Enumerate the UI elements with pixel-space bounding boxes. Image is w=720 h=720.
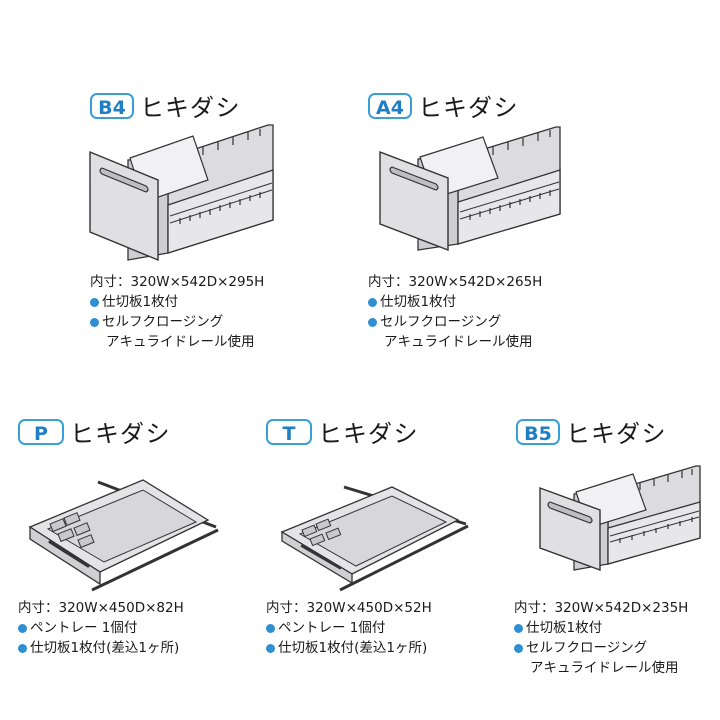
drawer-b4-badge: B4 (90, 92, 134, 119)
list-item: 仕切板1枚付(差込1ヶ所) (18, 638, 184, 658)
drawer-b5-badge: B5 (516, 418, 560, 445)
feature-text: セルフクロージング (526, 640, 648, 656)
deep-drawer-icon (539, 465, 701, 572)
feature-text: 仕切板1枚付 (102, 294, 179, 310)
drawer-t-title: T ヒキダシ (266, 414, 418, 449)
feature-text: 仕切板1枚付 (380, 294, 457, 310)
bullet-icon (266, 643, 275, 653)
drawer-b5-spec: 内寸：320W×542D×235H 仕切板1枚付 セルフクロージング アキュライ… (514, 598, 688, 678)
drawer-a4-title: A4 ヒキダシ (368, 88, 518, 123)
bullet-icon (514, 643, 523, 653)
bullet-icon (266, 623, 275, 633)
feature-text: セルフクロージング (380, 314, 502, 330)
feature-text: 仕切板1枚付 (526, 620, 603, 636)
bullet-icon (90, 297, 99, 307)
feature-text: ペントレー 1個付 (278, 620, 386, 636)
deep-drawer-icon (379, 126, 561, 252)
list-item: ペントレー 1個付 (266, 618, 432, 638)
drawer-t-name: ヒキダシ (318, 420, 419, 448)
list-item: ペントレー 1個付 (18, 618, 184, 638)
feature-text: ペントレー 1個付 (30, 620, 138, 636)
bullet-icon (18, 623, 27, 633)
shallow-tray-drawer-icon (28, 479, 219, 592)
feature-continuation: アキュライドレール使用 (106, 334, 255, 350)
feature-continuation: アキュライドレール使用 (530, 660, 679, 676)
drawer-a4-size: 内寸：320W×542D×265H (368, 274, 543, 290)
list-item: セルフクロージング (514, 638, 688, 658)
drawer-b5-name: ヒキダシ (566, 420, 667, 448)
deep-drawer-icon (89, 124, 274, 262)
list-item: 仕切板1枚付 (90, 292, 264, 312)
drawer-a4-name: ヒキダシ (418, 94, 519, 122)
drawer-p-size: 内寸：320W×450D×82H (18, 600, 184, 616)
list-item: 仕切板1枚付(差込1ヶ所) (266, 638, 432, 658)
drawer-b4-name: ヒキダシ (140, 94, 241, 122)
feature-text: セルフクロージング (102, 314, 224, 330)
feature-text: 仕切板1枚付(差込1ヶ所) (30, 640, 180, 656)
drawer-t-badge: T (266, 418, 312, 445)
list-item: セルフクロージング (90, 312, 264, 332)
shallow-tray-drawer-icon (280, 485, 469, 592)
drawer-t-spec: 内寸：320W×450D×52H ペントレー 1個付 仕切板1枚付(差込1ヶ所) (266, 598, 432, 658)
feature-continuation: アキュライドレール使用 (384, 334, 533, 350)
bullet-icon (90, 317, 99, 327)
list-item: 仕切板1枚付 (368, 292, 542, 312)
bullet-icon (514, 623, 523, 633)
drawer-p-name: ヒキダシ (70, 420, 171, 448)
feature-text: 仕切板1枚付(差込1ヶ所) (278, 640, 428, 656)
drawer-p-badge: P (18, 418, 64, 445)
drawer-a4-spec: 内寸：320W×542D×265H 仕切板1枚付 セルフクロージング アキュライ… (368, 272, 542, 352)
list-item: セルフクロージング (368, 312, 542, 332)
drawer-a4-badge: A4 (368, 92, 412, 119)
drawer-b5-title: B5 ヒキダシ (516, 414, 666, 449)
drawer-b5-size: 内寸：320W×542D×235H (514, 600, 689, 616)
drawer-b4-title: B4 ヒキダシ (90, 88, 240, 123)
bullet-icon (368, 297, 377, 307)
list-item: 仕切板1枚付 (514, 618, 688, 638)
drawer-p-spec: 内寸：320W×450D×82H ペントレー 1個付 仕切板1枚付(差込1ヶ所) (18, 598, 184, 658)
drawer-b4-size: 内寸：320W×542D×295H (90, 274, 265, 290)
drawer-p-title: P ヒキダシ (18, 414, 170, 449)
drawer-t-size: 内寸：320W×450D×52H (266, 600, 432, 616)
bullet-icon (18, 643, 27, 653)
bullet-icon (368, 317, 377, 327)
drawer-b4-spec: 内寸：320W×542D×295H 仕切板1枚付 セルフクロージング アキュライ… (90, 272, 264, 352)
